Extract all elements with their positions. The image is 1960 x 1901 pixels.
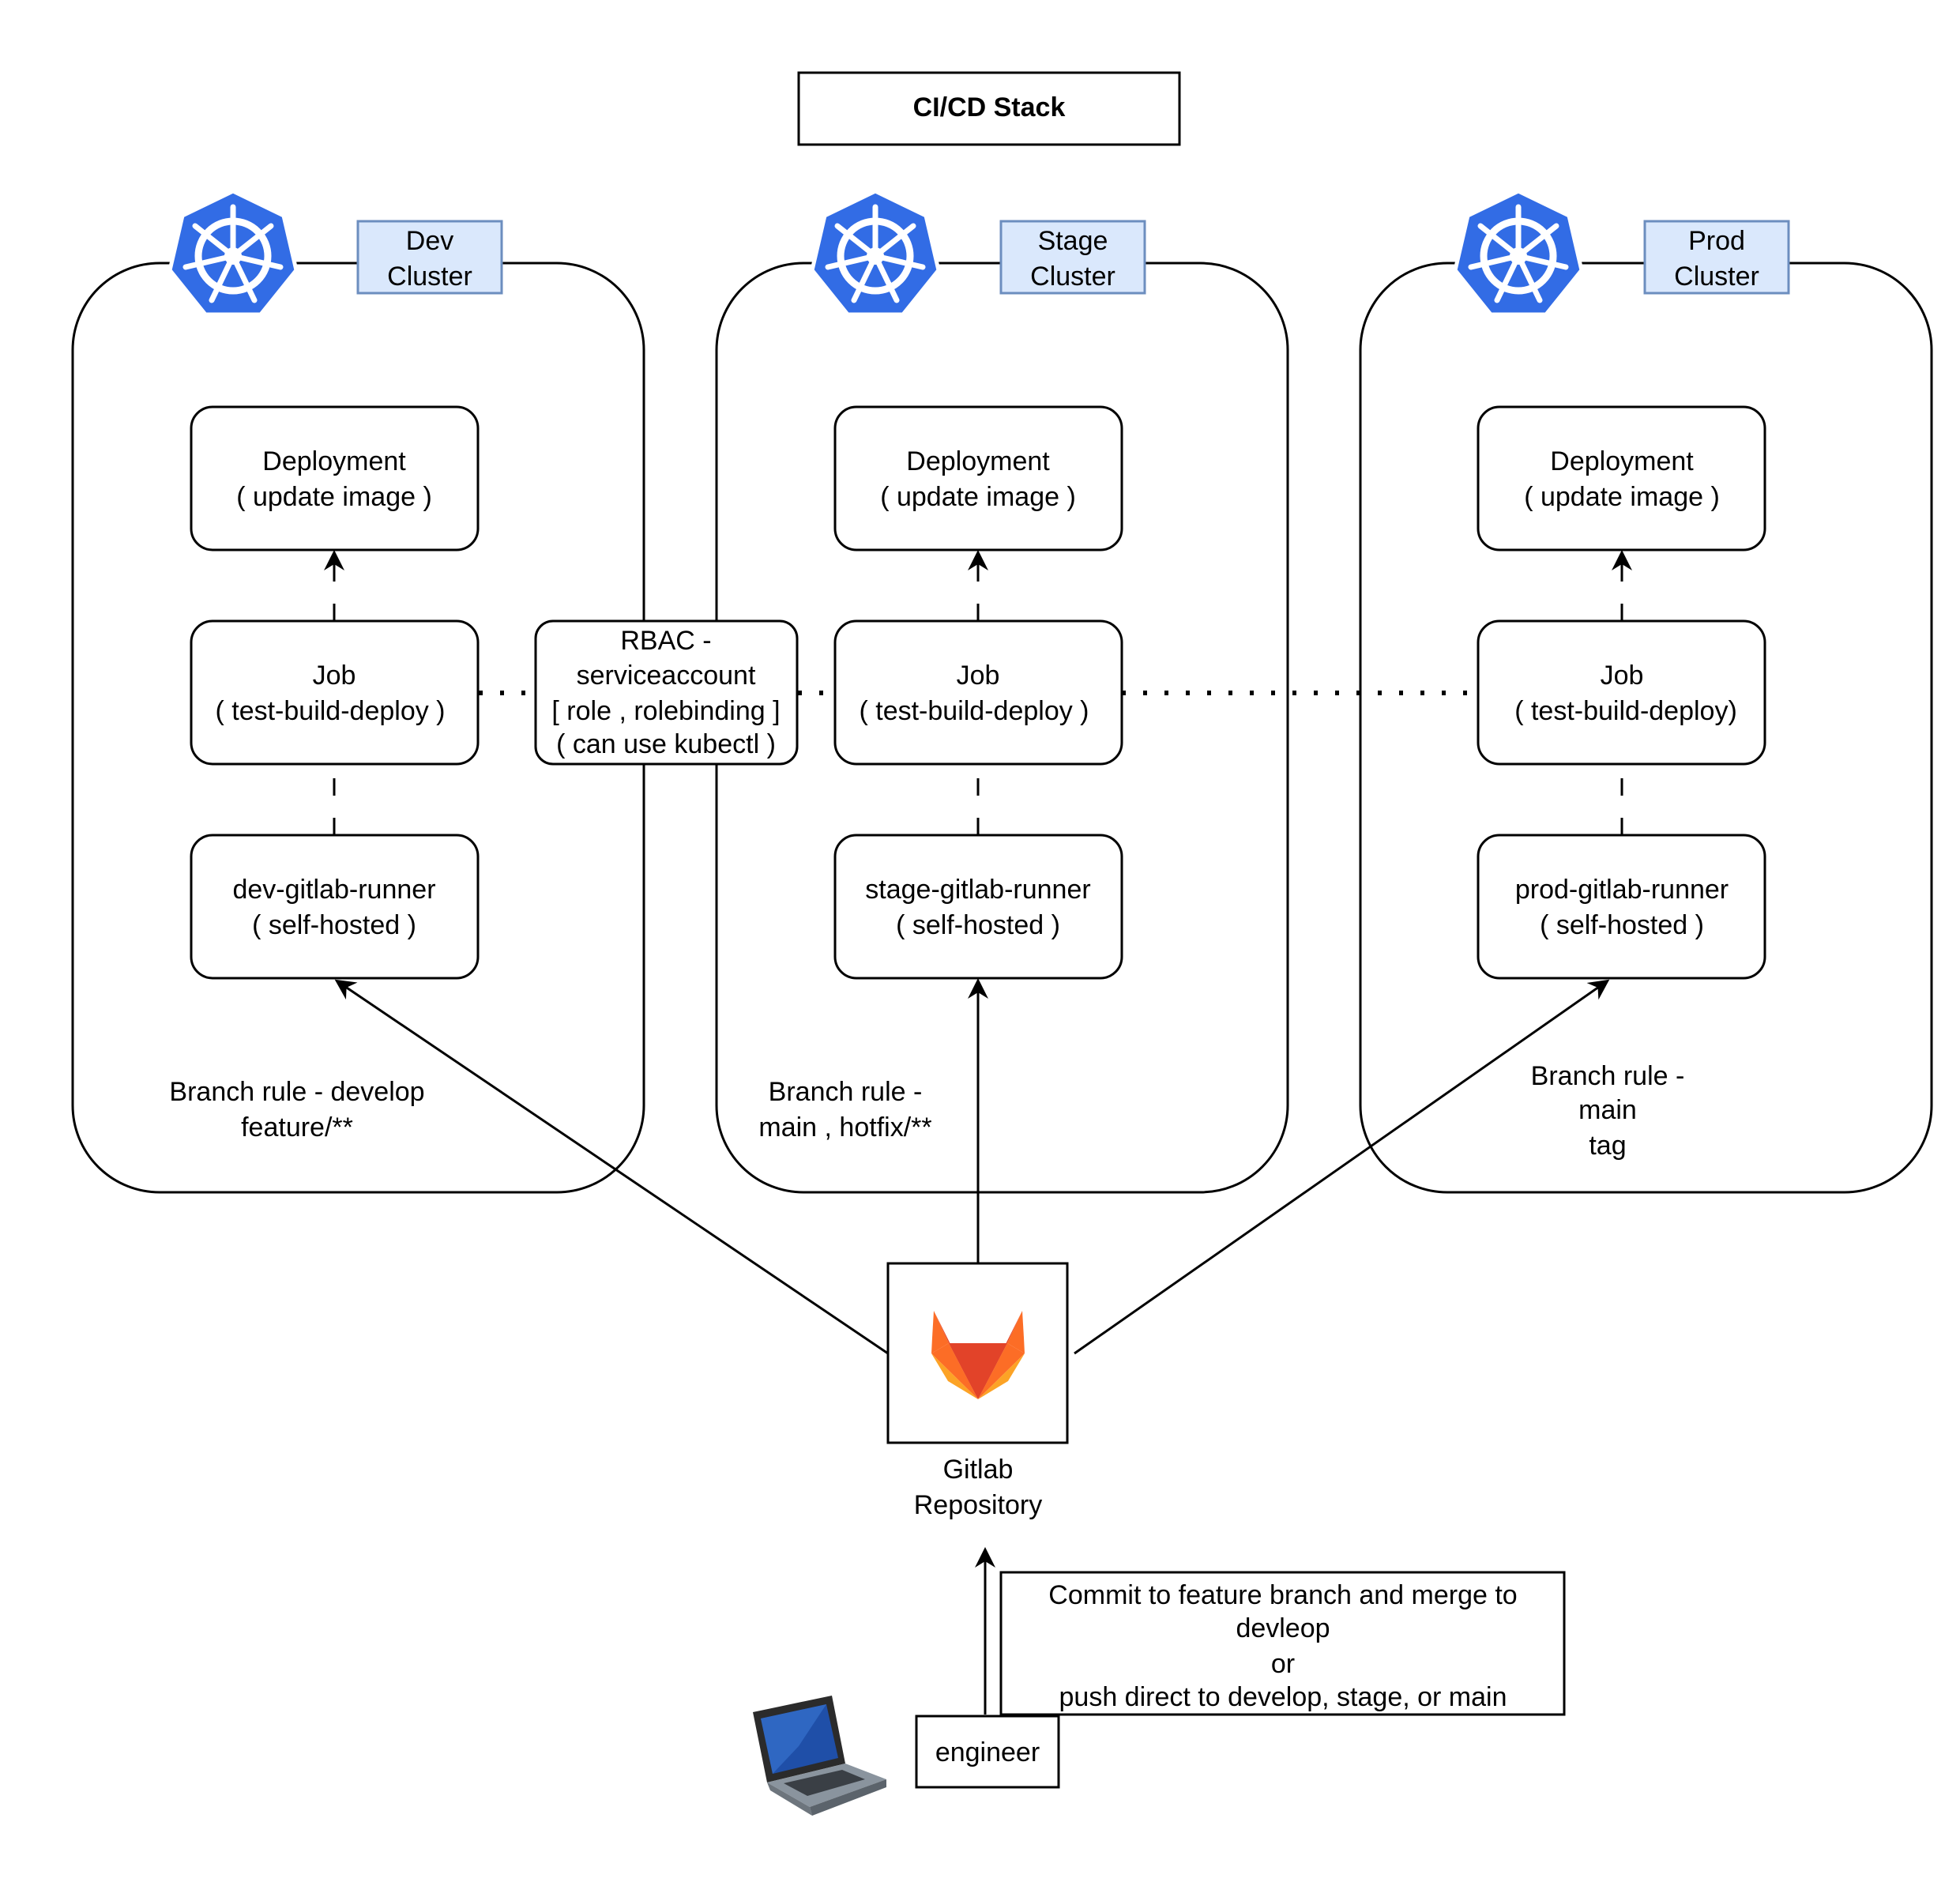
svg-text:( test-build-deploy ): ( test-build-deploy ) <box>859 696 1089 726</box>
gitlab-repository <box>886 1262 1069 1444</box>
svg-text:main: main <box>1578 1095 1637 1125</box>
svg-text:Commit to feature branch and m: Commit to feature branch and merge to <box>1048 1580 1517 1610</box>
dev-cluster-label-line2: Cluster <box>387 262 472 292</box>
svg-text:Deployment: Deployment <box>906 446 1050 476</box>
stage-job-box: Job ( test-build-deploy ) <box>833 619 1123 766</box>
svg-text:( update image ): ( update image ) <box>880 482 1076 512</box>
dev-cluster-label-line1: Dev <box>406 226 453 256</box>
svg-text:prod-gitlab-runner: prod-gitlab-runner <box>1515 875 1729 905</box>
prod-cluster-label-line2: Cluster <box>1674 262 1759 292</box>
prod-job-box: Job ( test-build-deploy) <box>1477 619 1766 766</box>
gitlab-to-dev-runner-arrow <box>334 979 889 1355</box>
svg-text:RBAC -: RBAC - <box>620 626 711 656</box>
title-box: CI/CD Stack <box>797 71 1181 146</box>
prod-deployment-box: Deployment ( update image ) <box>1477 405 1766 551</box>
svg-text:Branch rule - develop: Branch rule - develop <box>169 1077 424 1107</box>
stage-deployment-box: Deployment ( update image ) <box>833 405 1123 551</box>
dev-branch-rule: Branch rule - develop feature/** <box>169 1077 424 1142</box>
dev-runner-box: dev-gitlab-runner ( self-hosted ) <box>190 834 480 980</box>
svg-text:dev-gitlab-runner: dev-gitlab-runner <box>232 875 435 905</box>
stage-cluster-label-line2: Cluster <box>1030 262 1115 292</box>
commit-note-box: Commit to feature branch and merge to de… <box>999 1571 1566 1716</box>
svg-text:tag: tag <box>1589 1131 1626 1161</box>
stage-cluster-label: Stage Cluster <box>999 220 1146 295</box>
svg-text:Branch rule -: Branch rule - <box>1531 1061 1685 1091</box>
dev-kubernetes-icon <box>167 189 299 317</box>
svg-text:( test-build-deploy): ( test-build-deploy) <box>1514 696 1737 726</box>
svg-text:Deployment: Deployment <box>262 446 406 476</box>
rbac-box: RBAC - serviceaccount [ role , rolebindi… <box>534 619 799 766</box>
prod-cluster-label: Prod Cluster <box>1643 220 1790 295</box>
svg-text:( can use kubectl ): ( can use kubectl ) <box>556 729 776 759</box>
laptop-icon <box>753 1696 886 1816</box>
stage-branch-rule: Branch rule - main , hotfix/** <box>758 1077 931 1142</box>
svg-text:feature/**: feature/** <box>241 1112 353 1142</box>
stage-kubernetes-icon <box>810 189 941 317</box>
diagram-title: CI/CD Stack <box>913 92 1066 122</box>
stage-runner-box: stage-gitlab-runner ( self-hosted ) <box>833 834 1123 980</box>
svg-text:main , hotfix/**: main , hotfix/** <box>758 1112 931 1142</box>
prod-branch-rule: Branch rule - main tag <box>1531 1061 1685 1161</box>
svg-text:or: or <box>1271 1649 1295 1679</box>
stage-cluster-label-line1: Stage <box>1038 226 1108 256</box>
prod-runner-box: prod-gitlab-runner ( self-hosted ) <box>1477 834 1766 980</box>
gitlab-label-line1: Gitlab <box>943 1455 1014 1485</box>
gitlab-label-line2: Repository <box>914 1490 1043 1520</box>
engineer-box: engineer <box>915 1715 1060 1789</box>
svg-text:( self-hosted ): ( self-hosted ) <box>252 910 416 940</box>
prod-kubernetes-icon <box>1453 189 1584 317</box>
gitlab-icon <box>931 1311 1025 1399</box>
svg-text:devleop: devleop <box>1236 1613 1330 1643</box>
svg-text:push direct to develop, stage,: push direct to develop, stage, or main <box>1059 1682 1507 1712</box>
svg-text:engineer: engineer <box>935 1737 1040 1767</box>
svg-text:Branch rule -: Branch rule - <box>769 1077 923 1107</box>
dev-job-box: Job ( test-build-deploy ) <box>190 619 480 766</box>
svg-text:Job: Job <box>957 661 1000 691</box>
svg-text:[ role , rolebinding ]: [ role , rolebinding ] <box>551 696 780 726</box>
svg-text:Job: Job <box>1601 661 1644 691</box>
svg-text:( update image ): ( update image ) <box>236 482 432 512</box>
dev-cluster-label: Dev Cluster <box>356 220 503 295</box>
svg-text:Deployment: Deployment <box>1550 446 1694 476</box>
svg-text:( self-hosted ): ( self-hosted ) <box>1540 910 1704 940</box>
svg-text:( self-hosted ): ( self-hosted ) <box>896 910 1060 940</box>
svg-text:Job: Job <box>313 661 356 691</box>
svg-text:( test-build-deploy ): ( test-build-deploy ) <box>215 696 445 726</box>
gitlab-to-prod-runner-arrow <box>1074 979 1610 1355</box>
dev-deployment-box: Deployment ( update image ) <box>190 405 480 551</box>
svg-text:stage-gitlab-runner: stage-gitlab-runner <box>865 875 1090 905</box>
svg-text:( update image ): ( update image ) <box>1524 482 1720 512</box>
svg-text:serviceaccount: serviceaccount <box>577 661 756 691</box>
prod-cluster-label-line1: Prod <box>1688 226 1745 256</box>
